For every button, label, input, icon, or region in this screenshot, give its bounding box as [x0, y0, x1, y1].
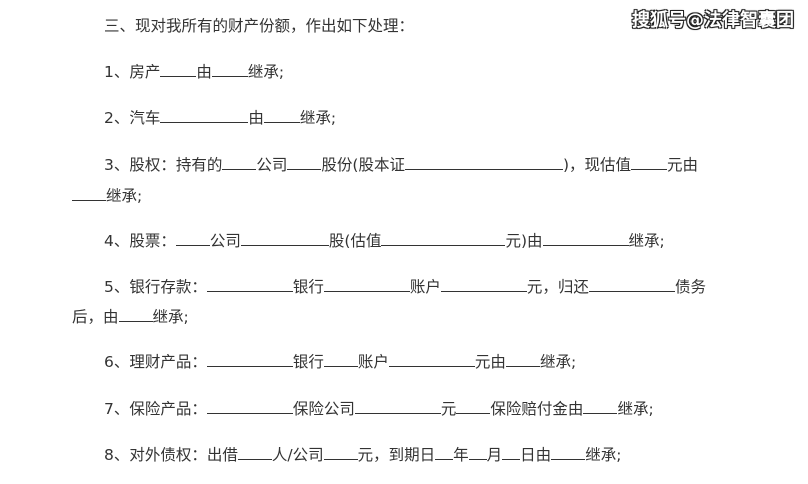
label-text: 保险公司: [292, 400, 355, 418]
watermark: 搜狐号@法律智囊团: [632, 10, 794, 31]
item-stocks: 4、股票： 公司 股(估值 元)由 继承;: [72, 226, 732, 256]
item-number: 7、: [104, 400, 130, 418]
label-text: 继承;: [539, 353, 577, 371]
label-text: 继承;: [617, 400, 654, 418]
blank-field[interactable]: [160, 62, 197, 77]
label-text: 债务: [674, 278, 706, 296]
label-text: 继承;: [106, 187, 143, 205]
blank-field[interactable]: [505, 352, 540, 367]
blank-field[interactable]: [388, 352, 475, 367]
label-text: 公司: [256, 156, 288, 174]
blank-field[interactable]: [263, 108, 300, 123]
item-number: 4、: [104, 232, 130, 250]
item-bank-deposit: 5、银行存款： 银行 账户 元，归还 债务: [72, 272, 732, 302]
label-text: 汽车: [129, 109, 161, 127]
item-receivables: 8、对外债权：出借 人/公司 元，到期日年月日由 继承;: [72, 440, 732, 470]
blank-field[interactable]: [206, 399, 293, 414]
label-text: 继承;: [152, 308, 189, 326]
section-heading: 三、现对我所有的财产份额，作出如下处理：: [104, 17, 415, 35]
item-equity: 3、股权：持有的 公司 股份(股本证 )，现估值 元由: [72, 150, 732, 180]
item-bank-deposit-continued: 后，由 继承;: [72, 302, 189, 332]
label-text: 年: [453, 446, 469, 464]
blank-field[interactable]: [583, 399, 618, 414]
blank-field[interactable]: [323, 277, 410, 292]
label-text: 元，到期日: [357, 446, 436, 464]
label-text: 账户: [357, 353, 389, 371]
blank-field[interactable]: [456, 399, 491, 414]
blank-field[interactable]: [237, 445, 272, 460]
item-number: 5、: [104, 278, 130, 296]
blank-field[interactable]: [551, 445, 586, 460]
blank-field[interactable]: [222, 155, 257, 170]
item-car: 2、汽车 由 继承;: [72, 103, 732, 133]
item-equity-continued: 继承;: [72, 181, 142, 211]
label-text: 元由: [667, 156, 699, 174]
blank-field[interactable]: [468, 445, 487, 460]
label-text: 账户: [409, 278, 441, 296]
label-text: )，现估值: [562, 156, 632, 174]
item-house: 1、房产 由 继承;: [72, 57, 732, 87]
blank-field[interactable]: [542, 231, 629, 246]
label-text: 元: [440, 400, 457, 418]
blank-field[interactable]: [240, 231, 329, 246]
label-text: 月: [486, 446, 503, 464]
blank-field[interactable]: [381, 231, 506, 246]
item-number: 2、: [104, 109, 130, 127]
blank-field[interactable]: [72, 186, 106, 201]
label-text: 保险产品：: [129, 400, 207, 418]
blank-field[interactable]: [160, 108, 249, 123]
label-text: 保险赔付金由: [490, 400, 584, 418]
blank-field[interactable]: [354, 399, 441, 414]
item-number: 8、: [104, 446, 130, 464]
blank-field[interactable]: [404, 155, 563, 170]
item-insurance: 7、保险产品： 保险公司 元 保险赔付金由 继承;: [72, 394, 732, 424]
label-text: 继承;: [299, 109, 337, 127]
blank-field[interactable]: [206, 277, 293, 292]
label-text: 继承;: [585, 446, 622, 464]
label-text: 由: [248, 109, 264, 127]
label-text: 后，由: [72, 308, 119, 326]
blank-field[interactable]: [287, 155, 322, 170]
blank-field[interactable]: [175, 231, 210, 246]
label-text: 股(估值: [328, 232, 382, 250]
label-text: 股份(股本证: [321, 156, 405, 174]
label-text: 日由: [520, 446, 552, 464]
blank-field[interactable]: [502, 445, 521, 460]
label-text: 人/公司: [271, 446, 324, 464]
blank-field[interactable]: [435, 445, 454, 460]
label-text: 公司: [209, 232, 241, 250]
blank-field[interactable]: [118, 307, 153, 322]
blank-field[interactable]: [206, 352, 293, 367]
item-wealth-products: 6、理财产品： 银行 账户 元由 继承;: [72, 347, 732, 377]
label-text: 元由: [474, 353, 506, 371]
blank-field[interactable]: [323, 445, 358, 460]
blank-field[interactable]: [440, 277, 527, 292]
item-number: 1、: [104, 63, 130, 81]
label-text: 银行: [292, 278, 324, 296]
label-text: 元，归还: [526, 278, 589, 296]
label-text: 房产: [129, 63, 161, 81]
label-text: 银行存款：: [129, 278, 207, 296]
label-text: 继承;: [628, 232, 665, 250]
label-text: 股票：: [129, 232, 176, 250]
label-text: 理财产品：: [129, 353, 207, 371]
blank-field[interactable]: [323, 352, 358, 367]
label-text: 股权：持有的: [129, 156, 223, 174]
blank-field[interactable]: [211, 62, 248, 77]
label-text: 对外债权：出借: [129, 446, 238, 464]
label-text: 继承;: [247, 63, 285, 81]
item-number: 6、: [104, 353, 130, 371]
item-number: 3、: [104, 156, 130, 174]
label-text: 由: [196, 63, 212, 81]
blank-field[interactable]: [588, 277, 675, 292]
blank-field[interactable]: [631, 155, 668, 170]
label-text: 银行: [292, 353, 324, 371]
label-text: 元)由: [505, 232, 543, 250]
